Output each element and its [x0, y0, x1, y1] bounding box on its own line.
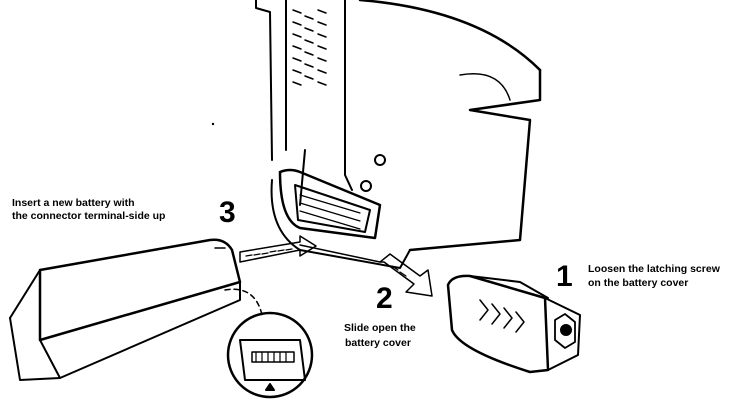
step-2-number: 2: [376, 282, 393, 315]
insert-arrow: [239, 235, 317, 263]
speck: [211, 122, 215, 126]
slide-arrow: [379, 253, 433, 297]
step-3-label-line-2: the connector terminal-side up: [12, 210, 166, 222]
step-2-label-line-2: battery cover: [345, 337, 411, 349]
battery-cover: [446, 274, 581, 374]
vent-slots: [292, 9, 327, 86]
battery-compartment: [270, 168, 411, 269]
step-1-label-line-2: on the battery cover: [588, 277, 689, 289]
step-2-label-line-1: Slide open the: [344, 322, 416, 334]
step-1-number: 1: [556, 260, 573, 293]
step-1-label-line-1: Loosen the latching screw: [588, 263, 720, 275]
connector-callout: [224, 288, 314, 399]
step-3-label-line-1: Insert a new battery with: [12, 197, 135, 209]
battery-pack: [9, 238, 242, 381]
step-3-number: 3: [219, 196, 236, 229]
device-chassis: [255, 0, 542, 252]
